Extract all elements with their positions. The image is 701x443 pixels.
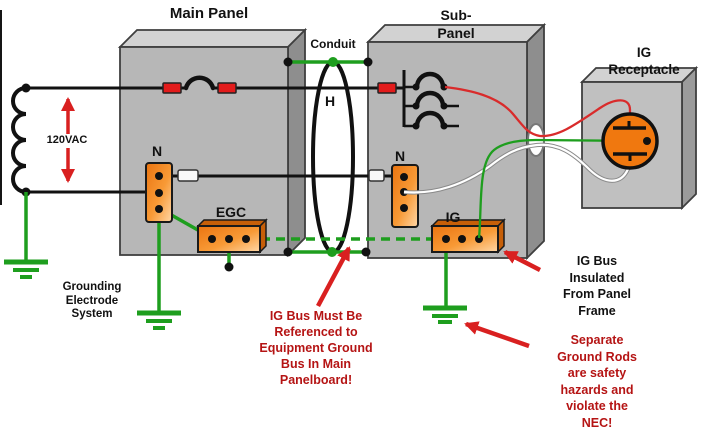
main-neutral-link	[177, 169, 199, 182]
main-neutral-bus-bar	[145, 162, 173, 223]
neutral-wire	[26, 174, 404, 194]
source-ground-symbol	[4, 259, 48, 279]
ig-bus-bar	[430, 218, 506, 254]
grounding-electrode-system-label: Grounding Electrode System	[62, 281, 122, 320]
frame-bond-dot	[224, 262, 234, 272]
receptacle-face	[601, 112, 659, 170]
sub-neutral-link	[368, 169, 385, 182]
arrow-ig-insulated	[503, 249, 542, 273]
conduit-bond-top	[283, 57, 373, 67]
hot-conductor-label: H	[324, 93, 336, 109]
ig-receptacle-label: IG Receptacle	[608, 45, 680, 77]
egc-bus-bar	[196, 218, 268, 254]
ig-insulated-note-text: IG Bus Insulated From Panel Frame	[562, 254, 632, 318]
sub-branch-breakers	[377, 70, 459, 130]
ground-rod-warning-text: Separate Ground Rods are safety hazards …	[557, 333, 637, 430]
arrow-ground-rods	[464, 321, 530, 349]
main-ground-symbol	[137, 310, 181, 330]
arrow-ig-reference	[316, 246, 351, 308]
transformer-coil	[11, 86, 27, 194]
sub-ground-symbol	[423, 305, 467, 324]
main-panel-label: Main Panel	[169, 5, 249, 22]
green-ground-wire	[477, 138, 644, 239]
sub-neutral-bus-label: N	[394, 148, 406, 164]
conduit-label: Conduit	[310, 37, 356, 51]
ig-bus-label: IG	[445, 209, 461, 225]
red-hot-wire	[444, 85, 632, 138]
image-edge-line	[0, 10, 2, 205]
egc-bus-label: EGC	[215, 204, 247, 220]
junction-dot	[21, 83, 31, 93]
conduit-ellipse	[311, 60, 355, 254]
sub-neutral-bus-bar	[391, 164, 419, 228]
main-breaker-icon	[162, 75, 237, 94]
main-neutral-bus-label: N	[151, 143, 163, 159]
voltage-label: 120VAC	[44, 134, 90, 148]
conduit-bond-bottom	[283, 247, 371, 257]
sub-panel-label: Sub- Panel	[437, 7, 475, 41]
ig-reference-warning-text: IG Bus Must Be Referenced to Equipment G…	[259, 309, 373, 387]
